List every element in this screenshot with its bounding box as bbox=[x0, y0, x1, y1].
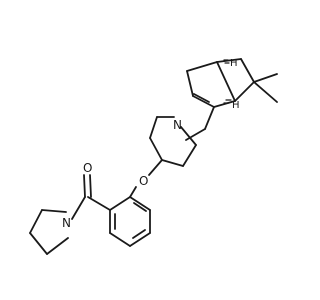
molecule-diagram: N O O N H H bbox=[29, 58, 278, 255]
structure-svg: N O O N H H bbox=[29, 58, 278, 255]
amide-group bbox=[71, 174, 111, 220]
methylene-linker bbox=[185, 106, 215, 141]
bicyclic-ring bbox=[186, 58, 278, 108]
pyrrolidine-ring bbox=[29, 209, 69, 255]
atom-n-pyrrolidine: N bbox=[62, 216, 71, 230]
atom-labels: N O O N H H bbox=[62, 58, 240, 230]
ether-link bbox=[129, 159, 163, 198]
atom-h-bottom: H bbox=[232, 100, 240, 111]
atom-o-ether: O bbox=[139, 174, 148, 188]
piperidine-ring bbox=[149, 116, 197, 167]
atom-h-top: H bbox=[230, 58, 238, 69]
atom-n-piperidine: N bbox=[173, 118, 182, 132]
benzene-ring bbox=[109, 196, 151, 247]
atom-o-carbonyl: O bbox=[83, 161, 92, 175]
stereo-hashes bbox=[223, 59, 232, 104]
